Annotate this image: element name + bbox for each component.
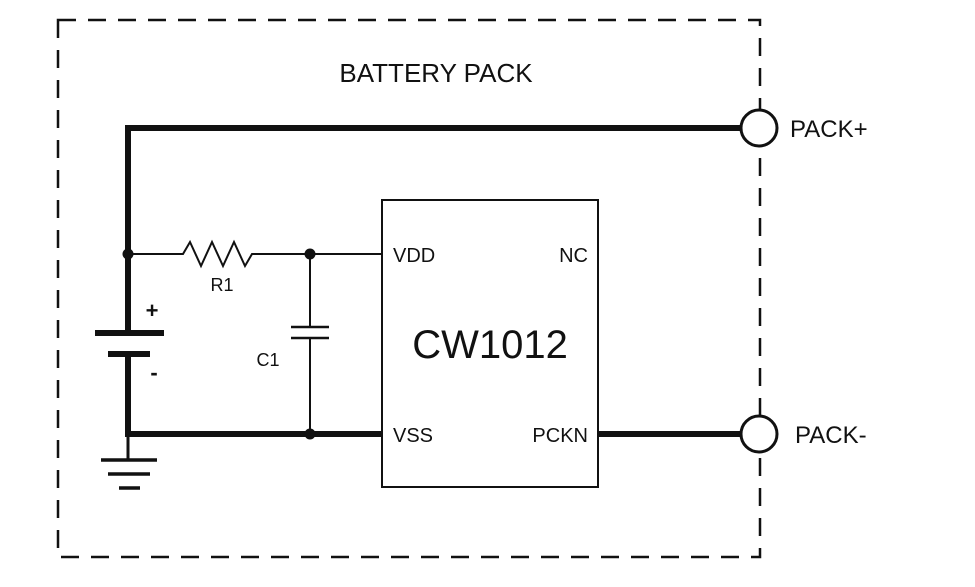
pack-negative-terminal bbox=[739, 414, 779, 454]
battery-minus-label: - bbox=[150, 360, 157, 385]
ic-name: CW1012 bbox=[412, 323, 568, 367]
battery-pack-title: BATTERY PACK bbox=[339, 58, 533, 88]
resistor-label: R1 bbox=[210, 275, 233, 295]
battery-plus-label: + bbox=[146, 298, 159, 323]
junction-dot bbox=[304, 428, 316, 440]
capacitor-label: C1 bbox=[256, 350, 279, 370]
ground-icon bbox=[101, 434, 157, 490]
pin-vdd: VDD bbox=[393, 245, 435, 267]
pack-positive-terminal bbox=[739, 108, 779, 148]
pack-negative-label: PACK- bbox=[795, 422, 867, 449]
positive-rail bbox=[125, 125, 741, 333]
battery-pack-boundary bbox=[56, 18, 762, 559]
resistor-r1 bbox=[128, 239, 382, 269]
pin-vss: VSS bbox=[393, 425, 433, 447]
pin-nc: NC bbox=[559, 245, 588, 267]
battery-symbol bbox=[95, 330, 164, 437]
pack-positive-label: PACK+ bbox=[790, 116, 868, 143]
pin-pckn: PCKN bbox=[532, 425, 588, 447]
capacitor-c1 bbox=[291, 254, 329, 434]
ic-cw1012 bbox=[381, 199, 599, 488]
